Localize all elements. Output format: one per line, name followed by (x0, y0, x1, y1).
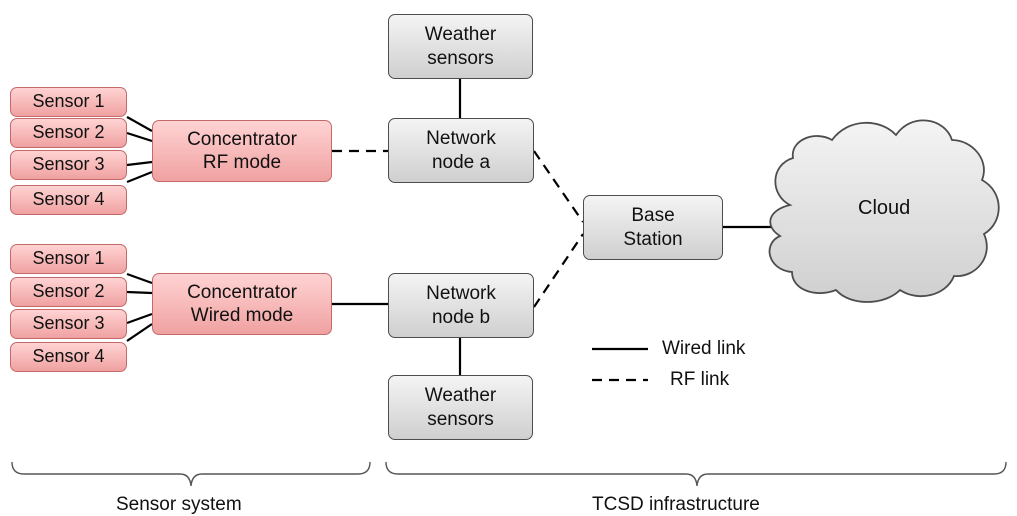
sensor-system-caption: Sensor system (116, 494, 242, 515)
wired-link-s3-wired (126, 312, 153, 325)
concentrator-mode: RF mode (202, 152, 282, 173)
legend-rf-label: RF link (670, 369, 730, 390)
wired-link-s4-wired (126, 323, 153, 342)
sensor-label: Sensor 2 (32, 122, 105, 143)
sensor-system-brace (11, 461, 371, 487)
node-label-line1: Network (426, 283, 496, 305)
sensor-label: Sensor 2 (32, 281, 105, 302)
concentrator-wired-mode: Concentrator Wired mode (152, 273, 332, 335)
legend-wired-label: Wired link (662, 338, 746, 359)
sensor-label: Sensor 4 (32, 346, 105, 367)
infrastructure-caption: TCSD infrastructure (592, 494, 760, 515)
concentrator-title: Concentrator (187, 128, 297, 150)
cloud-shape (768, 119, 1000, 303)
sensor-label: Sensor 1 (32, 91, 105, 112)
concentrator-rf-mode: Concentrator RF mode (152, 120, 332, 182)
rf-link-node-b-base (533, 233, 584, 308)
base-station: Base Station (583, 195, 723, 260)
weather-label-line1: Weather (424, 24, 497, 46)
sensor-2-wired-group: Sensor 2 (10, 277, 127, 307)
sensor-label: Sensor 1 (32, 248, 105, 269)
wired-link-s1-wired (126, 272, 153, 285)
sensor-1-rf-group: Sensor 1 (10, 87, 127, 117)
base-label-line1: Base (631, 205, 675, 227)
node-label-line1: Network (426, 128, 496, 150)
weather-sensors-top: Weather sensors (388, 14, 533, 79)
sensor-label: Sensor 4 (32, 189, 105, 210)
weather-label-line2: sensors (427, 408, 494, 430)
wired-link-s1-rf (126, 116, 153, 132)
concentrator-title: Concentrator (187, 281, 297, 303)
sensor-label: Sensor 3 (32, 313, 105, 334)
network-node-a: Network node a (388, 118, 534, 183)
node-label-line2: node a (431, 151, 491, 173)
sensor-3-wired-group: Sensor 3 (10, 309, 127, 339)
sensor-4-rf-group: Sensor 4 (10, 185, 127, 215)
concentrator-mode: Wired mode (190, 305, 294, 326)
cloud-label: Cloud (858, 197, 911, 219)
sensor-3-rf-group: Sensor 3 (10, 150, 127, 180)
base-label-line2: Station (623, 228, 683, 250)
sensor-2-rf-group: Sensor 2 (10, 118, 127, 148)
rf-link-node-a-base (533, 150, 584, 223)
weather-sensors-bottom: Weather sensors (388, 375, 533, 440)
sensor-4-wired-group: Sensor 4 (10, 342, 127, 372)
infrastructure-brace (385, 461, 1007, 487)
wired-link-s4-rf (126, 170, 153, 184)
wired-link-s2-rf (126, 131, 153, 143)
sensor-1-wired-group: Sensor 1 (10, 244, 127, 274)
node-label-line2: node b (431, 306, 491, 328)
wired-link-s3-rf (126, 160, 153, 167)
network-node-b: Network node b (388, 273, 534, 338)
weather-label-line2: sensors (427, 47, 494, 69)
wired-link-s2-wired (126, 290, 153, 295)
weather-label-line1: Weather (424, 385, 497, 407)
sensor-label: Sensor 3 (32, 154, 105, 175)
